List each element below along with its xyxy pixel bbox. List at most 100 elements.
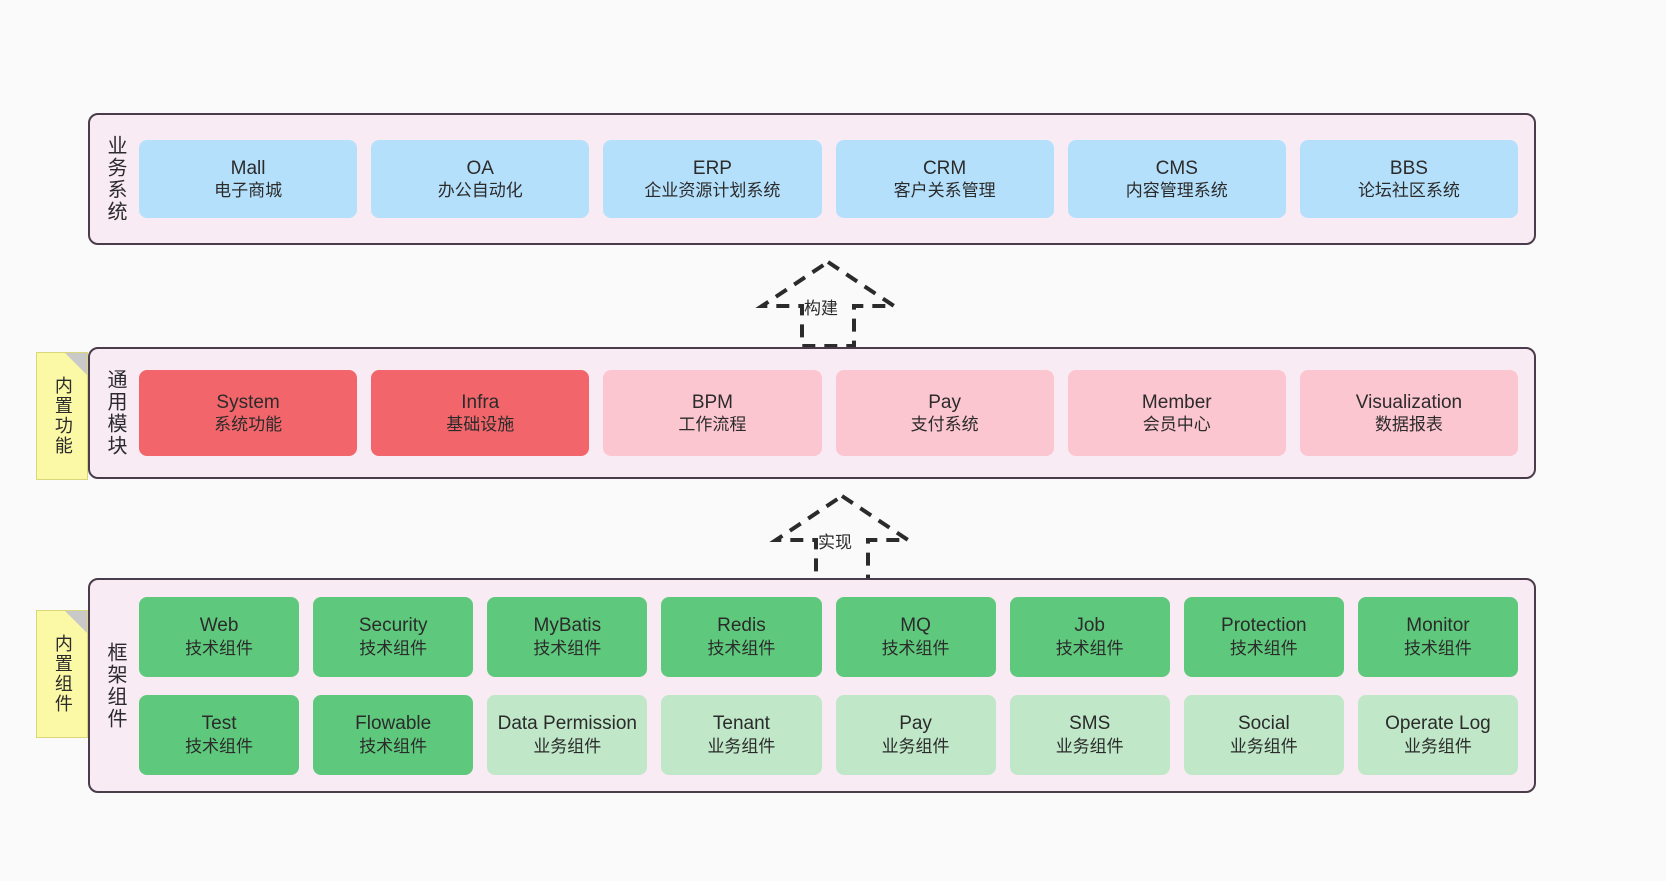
framework-biz-card-subtitle: 技术组件 (359, 736, 428, 756)
sticky-fold-corner-icon (65, 611, 87, 633)
framework-tech-card-subtitle: 技术组件 (533, 638, 602, 658)
common-module-card-subtitle: 基础设施 (446, 415, 515, 435)
sticky-note-builtin-functions: 内置功能 (36, 352, 88, 480)
layer-framework-caption: 框架组件 (104, 641, 126, 730)
generalization-arrow-implement: 实现 (769, 492, 915, 582)
framework-tech-card-title: MQ (900, 615, 931, 636)
framework-biz-card-title: Tenant (712, 713, 770, 734)
framework-biz-card-title: Social (1237, 713, 1290, 734)
common-module-card-title: System (216, 391, 280, 413)
framework-biz-card-title: Test (201, 713, 237, 734)
business-system-card-title: ERP (692, 157, 732, 179)
business-system-card-subtitle: 企业资源计划系统 (644, 181, 781, 201)
common-module-card-subtitle: 系统功能 (214, 415, 283, 435)
framework-tech-card-subtitle: 技术组件 (1229, 638, 1298, 658)
framework-tech-card-title: MyBatis (533, 615, 602, 636)
framework-tech-card-subtitle: 技术组件 (1403, 638, 1472, 658)
framework-biz-card-title: Flowable (355, 713, 432, 734)
framework-biz-card-subtitle: 业务组件 (707, 736, 776, 756)
framework-tech-card-subtitle: 技术组件 (881, 638, 950, 658)
sticky-note-builtin-components: 内置组件 (36, 610, 88, 738)
framework-biz-card-subtitle: 业务组件 (1055, 736, 1124, 756)
sticky-note-builtin-components-text: 内置组件 (52, 634, 73, 714)
common-module-card-subtitle: 数据报表 (1374, 415, 1443, 435)
common-module-card-title: Infra (461, 391, 500, 413)
framework-tech-card-title: Job (1074, 615, 1105, 636)
framework-biz-card-subtitle: 业务组件 (881, 736, 950, 756)
business-system-card-title: CRM (922, 157, 967, 179)
relation-label-build: 构建 (804, 299, 838, 318)
common-module-card-title: Member (1141, 391, 1212, 413)
business-system-card-title: BBS (1389, 157, 1428, 179)
common-module-card-title: BPM (691, 391, 734, 413)
framework-tech-card-title: Monitor (1406, 615, 1470, 636)
framework-biz-card-title: Data Permission (497, 713, 637, 734)
business-system-card-subtitle: 内容管理系统 (1125, 181, 1228, 201)
business-system-card-subtitle: 电子商城 (214, 181, 283, 201)
framework-biz-card-title: Pay (899, 713, 932, 734)
business-system-card-subtitle: 客户关系管理 (893, 181, 996, 201)
framework-biz-card-subtitle: 技术组件 (185, 736, 254, 756)
framework-biz-card-title: SMS (1069, 713, 1111, 734)
sticky-note-builtin-functions-text: 内置功能 (52, 376, 73, 456)
framework-tech-card-title: Redis (717, 615, 766, 636)
layer-business-caption: 业务系统 (104, 135, 126, 223)
common-module-card-subtitle: 会员中心 (1142, 415, 1211, 435)
framework-tech-card-title: Web (199, 615, 239, 636)
framework-biz-card-subtitle: 业务组件 (1403, 736, 1472, 756)
framework-biz-card-title: Operate Log (1385, 713, 1491, 734)
framework-tech-card-subtitle: 技术组件 (707, 638, 776, 658)
common-module-card-title: Visualization (1355, 391, 1463, 413)
arrow-outline (755, 259, 901, 348)
framework-tech-card-subtitle: 技术组件 (1055, 638, 1124, 658)
framework-tech-card-subtitle: 技术组件 (185, 638, 254, 658)
common-module-card-title: Pay (928, 391, 961, 413)
relation-label-implement: 实现 (818, 533, 852, 552)
layer-modules-caption: 通用模块 (104, 369, 126, 457)
business-system-card-title: OA (466, 157, 494, 179)
common-module-card-subtitle: 支付系统 (910, 415, 979, 435)
framework-tech-card-title: Protection (1221, 615, 1307, 636)
common-module-card-subtitle: 工作流程 (678, 415, 747, 435)
business-system-card-title: Mall (230, 157, 266, 179)
business-system-card-subtitle: 论坛社区系统 (1357, 181, 1460, 201)
framework-biz-card-subtitle: 业务组件 (533, 736, 602, 756)
sticky-fold-corner-icon (65, 353, 87, 375)
